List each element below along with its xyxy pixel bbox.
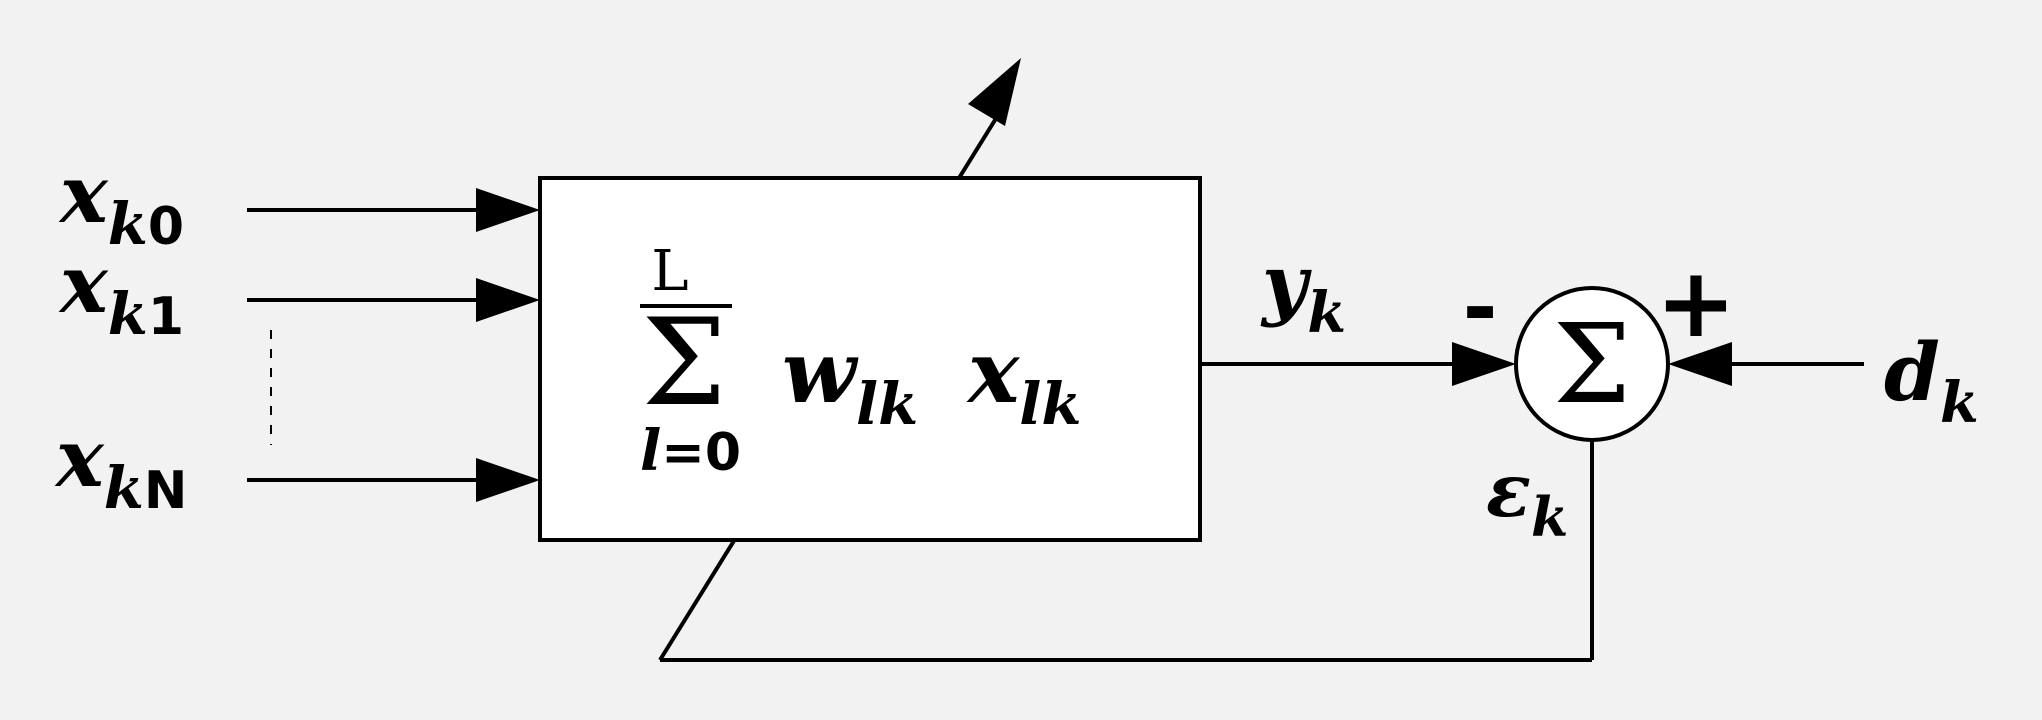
error-label: εk xyxy=(1486,448,1568,549)
output-label: yk xyxy=(1260,238,1346,346)
summing-junction-symbol: Σ xyxy=(1553,300,1631,428)
adaptation-arrow-head xyxy=(968,58,1021,126)
weight-term: wlk xyxy=(782,322,918,438)
input-arrow-0 xyxy=(476,188,540,232)
desired-label: dk xyxy=(1884,325,1979,436)
input-arrow-1 xyxy=(476,278,540,322)
input-term: xlk xyxy=(966,322,1082,438)
sum-lower-limit: l=0 xyxy=(640,418,741,484)
combiner-box xyxy=(538,176,1202,542)
input-label-n: xkN xyxy=(54,411,187,522)
input-arrow-n xyxy=(476,458,540,502)
input-label-1: xk1 xyxy=(58,237,184,348)
input-label-0: xk0 xyxy=(58,147,184,258)
minus-sign: - xyxy=(1463,258,1498,356)
output-arrow xyxy=(1452,342,1516,386)
plus-sign: + xyxy=(1656,247,1736,359)
sum-symbol: Σ xyxy=(642,294,727,433)
desired-arrow xyxy=(1668,342,1732,386)
sum-upper-limit: L xyxy=(651,239,688,304)
